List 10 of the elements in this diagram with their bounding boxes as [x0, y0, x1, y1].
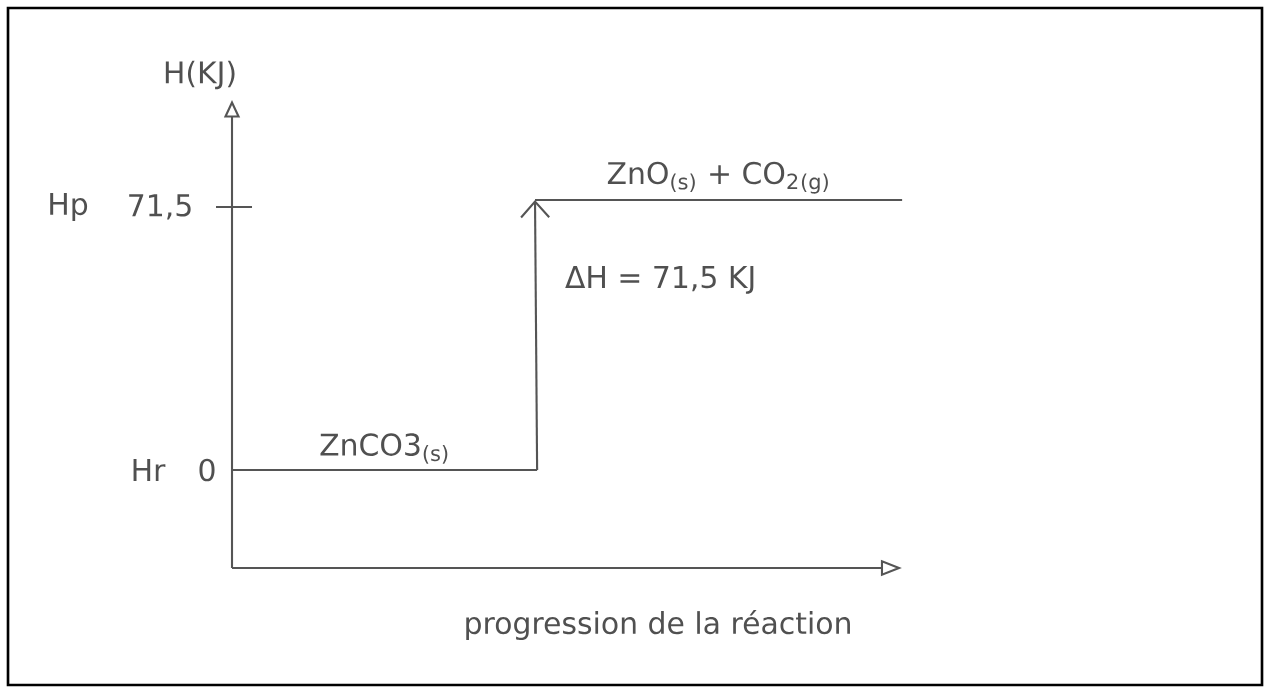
tick-label: 71,5 [129, 194, 191, 220]
axis-label: progression de la réaction [466, 609, 850, 641]
axis-label: Hr [133, 459, 166, 481]
axis-label: Hp [50, 193, 88, 221]
arrow [520, 200, 550, 470]
energy-level: ZnO$_{(s)}$ + CO$_{2(g)}$ [535, 161, 903, 202]
axis-label: H(KJ) [165, 60, 235, 90]
tick-label: 0 [199, 458, 215, 482]
energy-level: ZnCO3$_{(s)}$ [232, 433, 538, 472]
edge-label: ΔH = 71,5 KJ [565, 266, 754, 294]
